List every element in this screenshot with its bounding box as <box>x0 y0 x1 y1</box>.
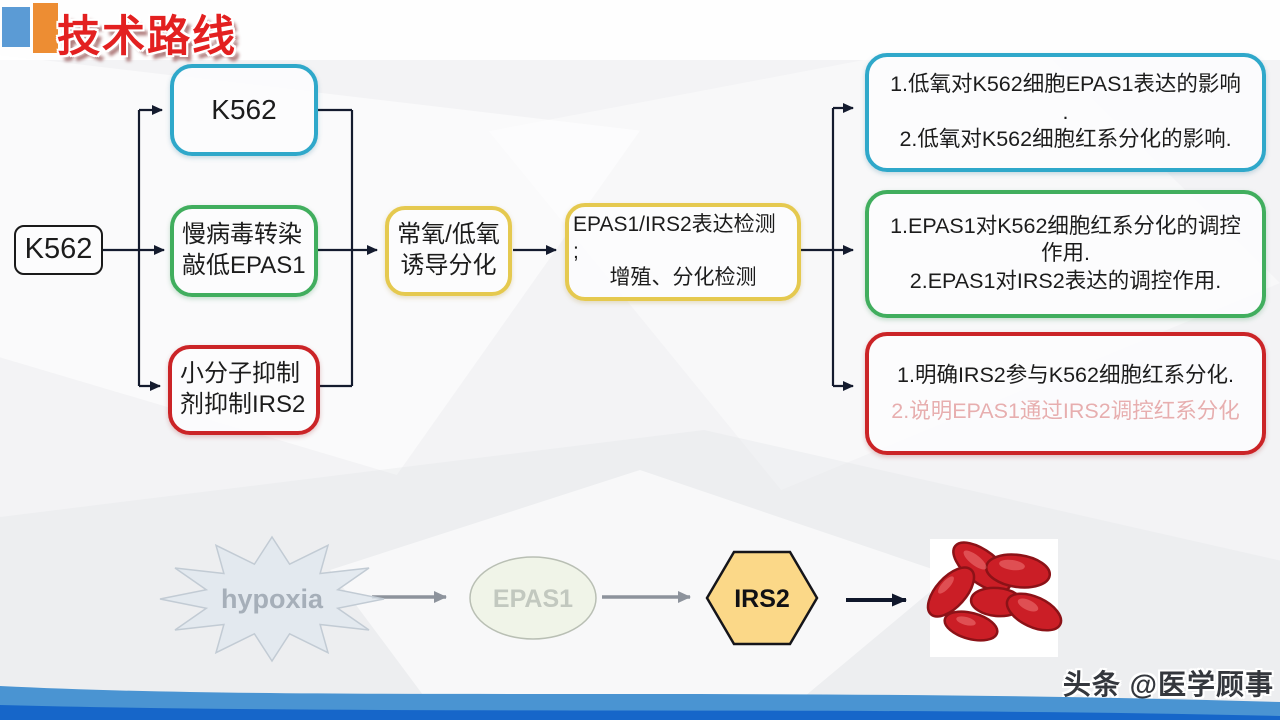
box-line: 1.明确IRS2参与K562细胞红系分化. <box>897 363 1234 388</box>
wave-dark-blue <box>0 705 1280 720</box>
box-line: ; <box>573 239 579 263</box>
box-line: 2.低氧对K562细胞红系分化的影响. <box>899 127 1232 152</box>
result-box-hypoxia-effects: 1.低氧对K562细胞EPAS1表达的影响 . 2.低氧对K562细胞红系分化的… <box>865 53 1266 172</box>
box-line-faded: 2.说明EPAS1通过IRS2调控红系分化 <box>891 398 1240 423</box>
page-title: 技术路线 <box>57 13 237 61</box>
irs2-label: IRS2 <box>734 585 790 613</box>
process-box-detection: EPAS1/IRS2表达检测 ; 增殖、分化检测 <box>565 203 801 301</box>
ellipse-shape <box>469 556 597 640</box>
starburst-shape <box>159 535 385 663</box>
source-box-k562: K562 <box>14 225 103 275</box>
box-line: EPAS1/IRS2表达检测 <box>573 212 776 236</box>
epas1-ellipse: EPAS1 <box>469 556 597 640</box>
watermark: 头条 @医学顾事 <box>1062 669 1274 700</box>
red-blood-cells <box>926 541 1063 642</box>
box-line: . <box>1062 99 1069 124</box>
box-line: 常氧/低氧 <box>397 221 500 249</box>
box-label: K562 <box>24 233 93 266</box>
title-accent-blue-bar <box>2 7 30 47</box>
box-line: 诱导分化 <box>400 252 497 279</box>
box-line: 剂抑制IRS2 <box>180 391 306 418</box>
cell-highlights <box>938 550 1039 626</box>
result-box-irs2-role: 1.明确IRS2参与K562细胞红系分化. 2.说明EPAS1通过IRS2调控红… <box>865 332 1266 455</box>
hypoxia-label: hypoxia <box>221 584 324 614</box>
box-line: 作用. <box>1041 241 1090 266</box>
branch-box-small-molecule-inhibitor: 小分子抑制 剂抑制IRS2 <box>168 345 320 435</box>
branch-box-k562: K562 <box>170 64 318 156</box>
box-line: 慢病毒转染 <box>182 221 302 249</box>
process-box-oxygen-induction: 常氧/低氧 诱导分化 <box>385 206 512 296</box>
bottom-wave-band <box>0 686 1280 720</box>
box-line: 敲低EPAS1 <box>182 252 306 279</box>
image-background <box>930 539 1058 657</box>
box-line: 1.EPAS1对K562细胞红系分化的调控 <box>890 213 1241 238</box>
epas1-label: EPAS1 <box>493 585 573 613</box>
result-box-epas1-regulation: 1.EPAS1对K562细胞红系分化的调控 作用. 2.EPAS1对IRS2表达… <box>865 190 1266 318</box>
box-line: 2.EPAS1对IRS2表达的调控作用. <box>909 268 1222 293</box>
hypoxia-starburst: hypoxia <box>159 535 385 663</box>
box-line: 1.低氧对K562细胞EPAS1表达的影响 <box>890 72 1241 97</box>
box-line: 增殖、分化检测 <box>609 266 757 290</box>
erythrocytes-image <box>926 539 1063 657</box>
irs2-hexagon: IRS2 <box>705 550 819 646</box>
hexagon-shape <box>705 550 819 646</box>
title-accent-orange-bar <box>33 3 58 53</box>
box-line: 小分子抑制 <box>180 360 300 388</box>
branch-box-lentivirus-knockdown: 慢病毒转染 敲低EPAS1 <box>170 205 318 297</box>
pathway-connectors <box>372 591 907 607</box>
box-label: K562 <box>211 94 277 126</box>
